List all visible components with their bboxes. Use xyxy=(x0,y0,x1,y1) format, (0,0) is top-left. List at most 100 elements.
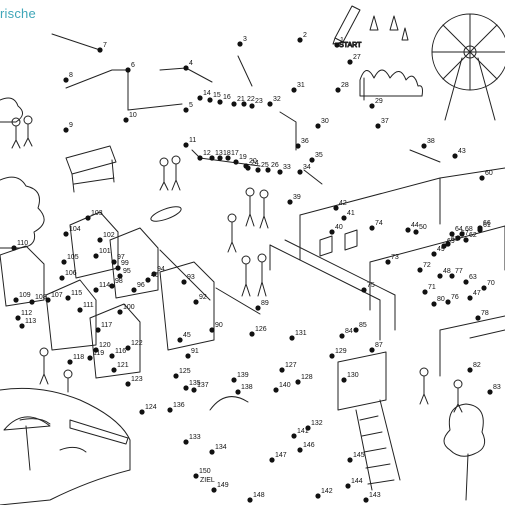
dot-marker xyxy=(177,337,183,343)
dot-number: 37 xyxy=(381,118,389,125)
dot-107: 107 xyxy=(45,292,63,303)
dot-number: 39 xyxy=(293,194,301,201)
dot-113: 113 xyxy=(19,318,36,329)
dot-24: 24 xyxy=(245,160,259,171)
dot-number: 48 xyxy=(443,268,451,275)
dot-106: 106 xyxy=(59,270,77,281)
dot-number: 33 xyxy=(283,164,291,171)
dot-marker xyxy=(65,295,71,301)
dot-110: 110 xyxy=(11,240,28,251)
dot-number: 19 xyxy=(239,154,247,161)
dot-119: 119 xyxy=(87,350,104,361)
dot-136: 136 xyxy=(167,402,185,413)
dot-marker xyxy=(467,295,473,301)
dot-7: 7 xyxy=(97,42,107,53)
dot-marker xyxy=(173,373,179,379)
dot-number: 100 xyxy=(123,304,135,311)
dot-number: 32 xyxy=(273,96,281,103)
dot-47: 47 xyxy=(467,290,481,301)
dot-marker xyxy=(249,103,255,109)
dot-34: 34 xyxy=(297,164,311,175)
dot-marker xyxy=(422,289,428,295)
dot-139: 139 xyxy=(231,372,249,383)
dot-number: 69 xyxy=(447,238,455,245)
dot-number: 91 xyxy=(191,348,199,355)
dot-number: 27 xyxy=(353,54,361,61)
dot-number: 119 xyxy=(93,350,104,357)
dot-marker xyxy=(297,447,303,453)
dot-50: 50 xyxy=(413,224,427,235)
dot-number: 141 xyxy=(297,428,309,435)
dot-marker xyxy=(111,367,117,373)
dot-number: 23 xyxy=(255,98,263,105)
walkway xyxy=(269,239,396,341)
dot-number: 115 xyxy=(71,290,82,297)
dot-number: 148 xyxy=(253,492,265,499)
dot-91: 91 xyxy=(185,348,199,359)
dot-number: 74 xyxy=(375,220,383,227)
dot-marker xyxy=(449,231,455,237)
dot-marker xyxy=(335,87,341,93)
left-trees xyxy=(0,97,45,249)
dot-114: 114 xyxy=(93,282,110,293)
dot-marker xyxy=(249,331,255,337)
dot-100: 100 xyxy=(117,304,135,315)
dot-marker xyxy=(13,297,19,303)
dot-marker xyxy=(361,287,367,293)
stair-tower xyxy=(337,351,401,491)
dot-4: 4 xyxy=(183,60,193,71)
dot-25: 25 xyxy=(255,162,269,173)
dot-marker xyxy=(209,449,215,455)
dot-marker xyxy=(463,279,469,285)
dot-70: 70 xyxy=(481,280,495,291)
dot-marker xyxy=(449,273,455,279)
dot-number: 142 xyxy=(321,488,333,495)
pencil-icon xyxy=(332,5,361,45)
dot-84: 84 xyxy=(339,328,353,339)
dot-marker xyxy=(369,347,375,353)
dot-134: 134 xyxy=(209,444,227,455)
dot-marker xyxy=(431,301,437,307)
dot-35: 35 xyxy=(309,152,323,163)
dot-number: 45 xyxy=(183,332,191,339)
dot-124: 124 xyxy=(139,404,157,415)
dot-number: 137 xyxy=(197,382,209,389)
dot-120: 120 xyxy=(93,342,111,353)
dot-marker xyxy=(167,407,173,413)
dot-97: 97 xyxy=(111,254,125,265)
dot-146: 146 xyxy=(297,442,315,453)
dot-number: 40 xyxy=(335,224,343,231)
dot-number: 66 xyxy=(483,220,491,227)
dot-marker xyxy=(93,253,99,259)
dot-149: 149 xyxy=(211,482,229,493)
dot-number: 138 xyxy=(241,384,253,391)
dot-9: 9 xyxy=(63,122,73,133)
dot-14: 14 xyxy=(197,90,211,101)
wave-swoosh xyxy=(209,396,249,411)
dot-marker xyxy=(61,259,67,265)
dot-marker xyxy=(291,433,297,439)
dot-15: 15 xyxy=(207,92,221,103)
dot-17: 17 xyxy=(225,150,239,161)
dot-marker xyxy=(131,287,137,293)
dot-73: 73 xyxy=(385,254,399,265)
dot-number: 36 xyxy=(301,138,309,145)
dot-number: 120 xyxy=(99,342,111,349)
dot-number: 102 xyxy=(103,232,115,239)
dot-number: 95 xyxy=(123,268,131,275)
dot-77: 77 xyxy=(449,268,463,279)
dot-marker xyxy=(183,439,189,445)
dot-number: 62 xyxy=(469,232,477,239)
dot-marker xyxy=(279,367,285,373)
dot-number: 108 xyxy=(35,294,47,301)
dot-marker xyxy=(297,169,303,175)
dot-36: 36 xyxy=(295,138,309,149)
dot-number: 28 xyxy=(341,82,349,89)
dot-marker xyxy=(115,265,121,271)
dot-62: 62 xyxy=(463,232,477,243)
dot-marker xyxy=(125,345,131,351)
dot-marker xyxy=(125,381,131,387)
dot-number: 92 xyxy=(199,294,207,301)
dot-number: 6 xyxy=(131,62,135,69)
dot-marker xyxy=(315,493,321,499)
